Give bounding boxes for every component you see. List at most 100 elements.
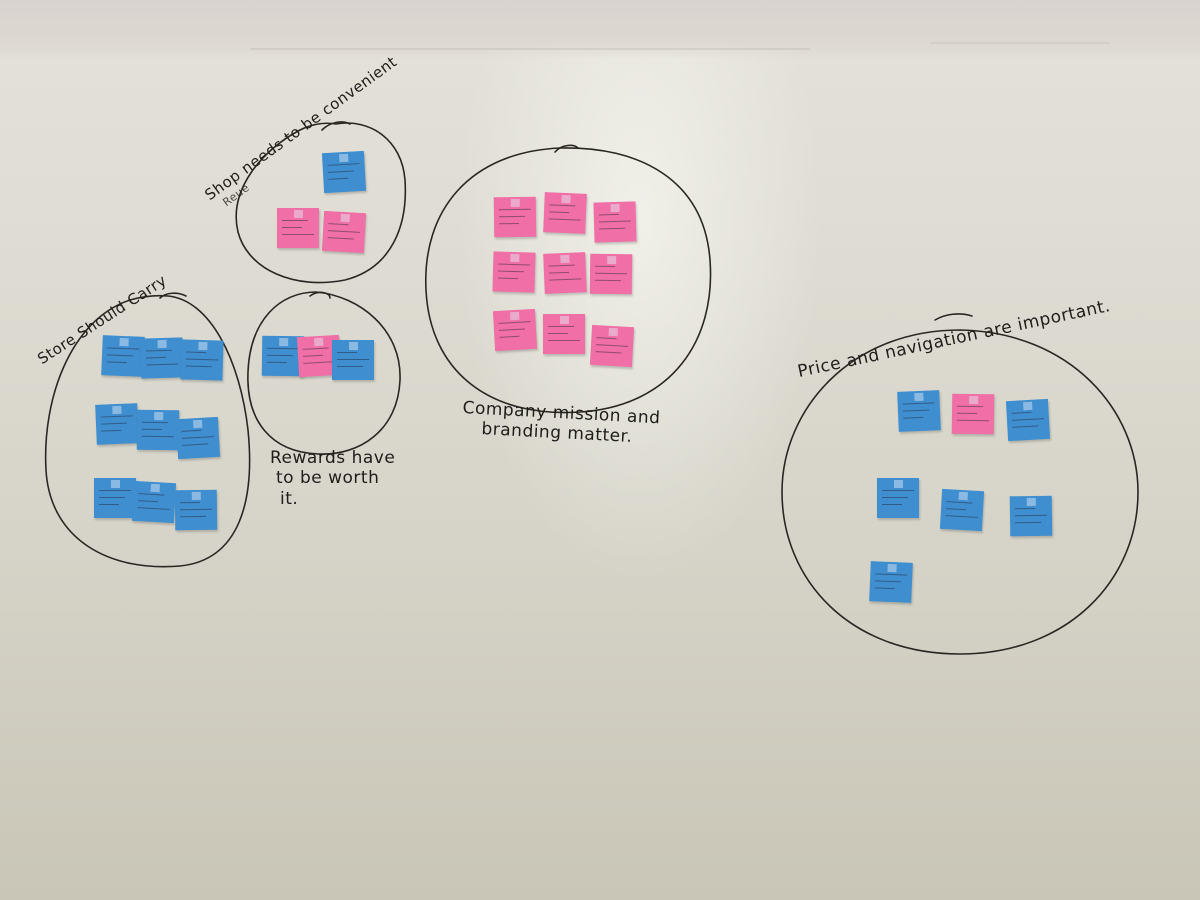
sticky-note-blue[interactable] [136, 409, 180, 451]
handwriting-scribble [107, 354, 134, 357]
handwriting-scribble [498, 328, 525, 331]
sticky-note-pink[interactable] [277, 208, 319, 248]
sticky-note-pink[interactable] [951, 393, 995, 435]
tape-strip [914, 392, 924, 402]
sticky-note-blue[interactable] [140, 337, 184, 379]
sticky-note-blue[interactable] [131, 480, 177, 524]
handwriting-scribble [598, 213, 619, 216]
handwriting-scribble [137, 507, 170, 510]
tape-strip [293, 210, 303, 218]
sticky-note-pink[interactable] [589, 324, 635, 368]
sticky-note-blue[interactable] [321, 150, 367, 194]
handwriting-scribble [179, 501, 200, 504]
handwriting-scribble [902, 409, 929, 412]
board-smudge [930, 42, 1110, 44]
handwriting-scribble [182, 443, 209, 446]
handwriting-scribble [138, 493, 165, 496]
handwriting-scribble [328, 223, 349, 226]
tape-strip [887, 563, 897, 573]
sticky-note-pink[interactable] [493, 196, 537, 238]
handwriting-scribble [498, 270, 525, 273]
tape-strip [958, 491, 968, 501]
handwriting-scribble [185, 365, 212, 368]
handwriting-scribble [282, 234, 314, 235]
tape-strip [510, 198, 520, 208]
sticky-note-pink[interactable] [321, 210, 367, 254]
handwriting-scribble [875, 580, 902, 583]
sticky-note-pink[interactable] [543, 314, 585, 354]
sticky-note-blue[interactable] [180, 339, 224, 381]
tape-strip [191, 491, 201, 501]
cluster-label-price: Price and navigation are important. [795, 296, 1113, 382]
handwriting-scribble [595, 272, 628, 275]
handwriting-scribble [599, 227, 626, 230]
handwriting-scribble [267, 354, 294, 357]
tape-strip [968, 395, 979, 405]
sticky-note-blue[interactable] [1009, 495, 1053, 537]
tape-strip [119, 337, 129, 347]
handwriting-scribble [595, 265, 616, 268]
handwriting-scribble [882, 490, 914, 491]
sticky-note-blue[interactable] [101, 335, 145, 377]
sticky-note-pink[interactable] [589, 253, 633, 295]
handwriting-scribble [327, 237, 354, 240]
sticky-note-blue[interactable] [174, 489, 218, 531]
sticky-note-blue[interactable] [175, 416, 221, 460]
handwriting-scribble [328, 177, 349, 180]
tape-strip [157, 339, 167, 349]
sticky-note-pink[interactable] [492, 251, 536, 293]
sticky-note-pink[interactable] [492, 308, 538, 352]
handwriting-scribble [549, 278, 582, 281]
handwriting-scribble [1011, 418, 1044, 421]
handwriting-scribble [100, 415, 133, 418]
tape-strip [338, 153, 349, 163]
rewards-label-line-1: Rewards have [270, 448, 396, 468]
sticky-note-pink[interactable] [593, 201, 637, 243]
sticky-note-blue[interactable] [94, 478, 136, 518]
handwriting-scribble [266, 361, 287, 364]
handwriting-scribble [548, 333, 568, 334]
handwriting-scribble [957, 412, 978, 415]
handwriting-scribble [903, 416, 924, 419]
sticky-note-blue[interactable] [869, 561, 913, 603]
handwriting-scribble [598, 220, 631, 223]
handwriting-scribble [548, 271, 569, 274]
handwriting-scribble [282, 227, 302, 228]
sticky-note-pink[interactable] [543, 192, 587, 234]
tape-strip [153, 411, 164, 421]
sticky-note-blue[interactable] [1005, 398, 1051, 442]
handwriting-scribble [145, 356, 166, 359]
sticky-note-blue[interactable] [877, 478, 919, 518]
sticky-note-blue[interactable] [95, 403, 139, 445]
cluster-label-mission: Company mission and branding matter. [461, 398, 703, 451]
handwriting-scribble [180, 515, 207, 518]
tape-strip [110, 480, 120, 488]
tape-strip [1026, 497, 1036, 507]
sticky-note-blue[interactable] [897, 390, 941, 432]
board-smudge [250, 48, 810, 50]
handwriting-scribble [499, 222, 520, 225]
tape-strip [893, 480, 903, 488]
handwriting-scribble [548, 218, 581, 221]
handwriting-scribble [882, 497, 908, 498]
handwriting-scribble [882, 504, 902, 505]
tape-strip [192, 419, 203, 429]
handwriting-scribble [267, 347, 300, 350]
handwriting-scribble [548, 264, 575, 267]
handwriting-scribble [595, 351, 622, 354]
handwriting-scribble [181, 429, 202, 432]
handwriting-scribble [548, 326, 574, 327]
handwriting-scribble [1012, 425, 1039, 428]
handwriting-scribble [337, 359, 369, 360]
tape-strip [348, 342, 358, 350]
handwriting-scribble [956, 419, 989, 422]
handwriting-scribble [302, 347, 329, 350]
sticky-note-pink[interactable] [543, 252, 587, 294]
handwriting-scribble [1015, 521, 1042, 524]
sticky-note-blue[interactable] [332, 340, 374, 380]
handwriting-scribble [106, 361, 127, 364]
handwriting-scribble [145, 349, 172, 352]
sticky-note-blue[interactable] [939, 488, 985, 532]
handwriting-scribble [945, 515, 978, 518]
handwriting-scribble [327, 170, 354, 173]
